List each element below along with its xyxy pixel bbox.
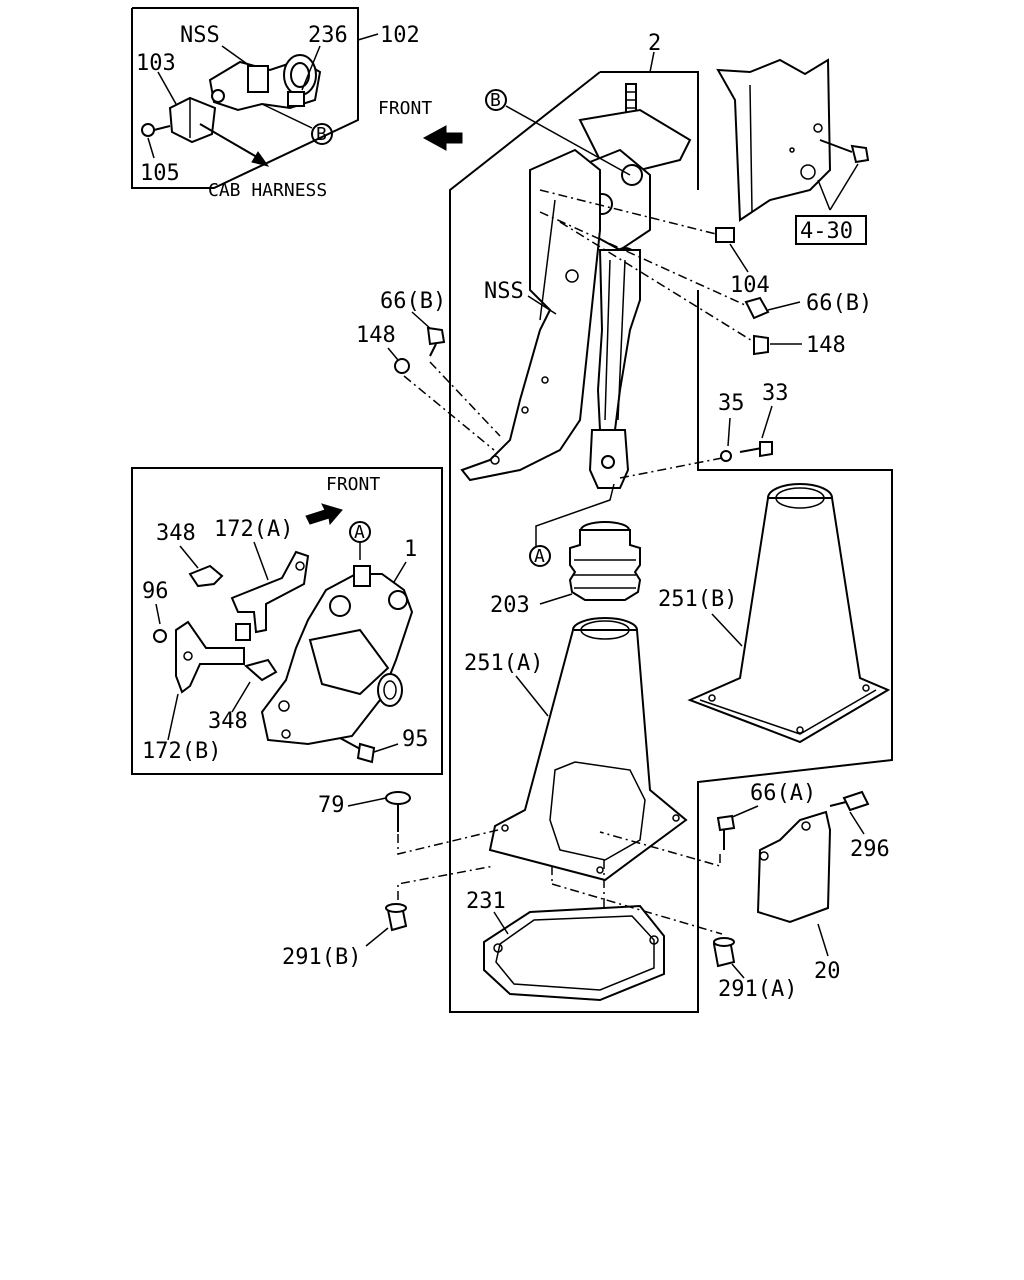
- cab-harness-label: CAB HARNESS: [208, 180, 327, 201]
- clip-291b: 291(B): [282, 865, 495, 970]
- callout-b-main: B: [490, 90, 501, 111]
- fasteners-left: 66(B) 148 NSS: [356, 279, 557, 451]
- nss-label-inset: NSS: [180, 23, 220, 48]
- part-236-label: 236: [308, 23, 348, 48]
- part-20-label: 20: [814, 959, 841, 984]
- part-1-label: 1: [404, 537, 417, 562]
- shift-tower-inset: FRONT 348 172(A) A 1 96 348: [131, 467, 443, 775]
- front-indicator-top: FRONT: [378, 98, 463, 151]
- nss-label-main: NSS: [484, 279, 524, 304]
- part-66a-label: 66(A): [750, 781, 816, 806]
- front-label-inset: FRONT: [326, 474, 380, 495]
- front-label-top: FRONT: [378, 98, 432, 119]
- part-251a-label: 251(A): [464, 651, 543, 676]
- part-95-label: 95: [402, 727, 429, 752]
- part-102-label: 102: [380, 23, 420, 48]
- cover-20: 20: [756, 810, 841, 984]
- part-348-top-label: 348: [156, 521, 196, 546]
- main-assembly-frame: 2: [449, 31, 893, 1013]
- callout-a-inset: A: [354, 522, 365, 543]
- part-296-label: 296: [850, 837, 890, 862]
- part-172a-label: 172(A): [214, 517, 293, 542]
- fitting-296: 296: [829, 790, 890, 862]
- part-231-label: 231: [466, 889, 506, 914]
- boot-251b: 251(B): [658, 483, 891, 744]
- screw-66a: 66(A): [599, 781, 816, 867]
- part-103-label: 103: [136, 51, 176, 76]
- part-66b-left-label: 66(B): [380, 289, 446, 314]
- callout-b-inset: B: [316, 124, 327, 145]
- part-96-label: 96: [142, 579, 169, 604]
- plate-231: 231: [466, 860, 723, 1002]
- part-104-label: 104: [730, 273, 770, 298]
- part-348-bottom-label: 348: [208, 709, 248, 734]
- front-arrow-icon: [422, 125, 463, 151]
- screw-79: 79: [318, 791, 499, 855]
- part-33-label: 33: [762, 381, 789, 406]
- nss-switch-inset: NSS 236 102 103 105 CAB HARNESS B: [131, 7, 420, 201]
- part-148-left-label: 148: [356, 323, 396, 348]
- part-35-label: 35: [718, 391, 745, 416]
- part-79-label: 79: [318, 793, 345, 818]
- bellows-203: 203: [490, 521, 642, 618]
- part-291b-label: 291(B): [282, 945, 361, 970]
- part-203-label: 203: [490, 593, 530, 618]
- boot-251a: 251(A): [464, 617, 688, 882]
- part-148-right-label: 148: [806, 333, 846, 358]
- part-4-30-label: 4-30: [800, 219, 853, 244]
- part-2-label: 2: [648, 31, 661, 56]
- part-172b-label: 172(B): [142, 739, 221, 764]
- fasteners-right: 104 66(B) 148: [539, 189, 872, 358]
- clip-291a: 291(A): [712, 937, 797, 1002]
- fasteners-35-33: 35 33: [619, 381, 789, 479]
- part-66b-right-label: 66(B): [806, 291, 872, 316]
- callout-a-main: A: [534, 546, 545, 567]
- shift-lever-assembly: 4-30: [460, 58, 870, 489]
- part-105-label: 105: [140, 161, 180, 186]
- part-291a-label: 291(A): [718, 977, 797, 1002]
- part-251b-label: 251(B): [658, 587, 737, 612]
- front-arrow-icon: [305, 503, 343, 526]
